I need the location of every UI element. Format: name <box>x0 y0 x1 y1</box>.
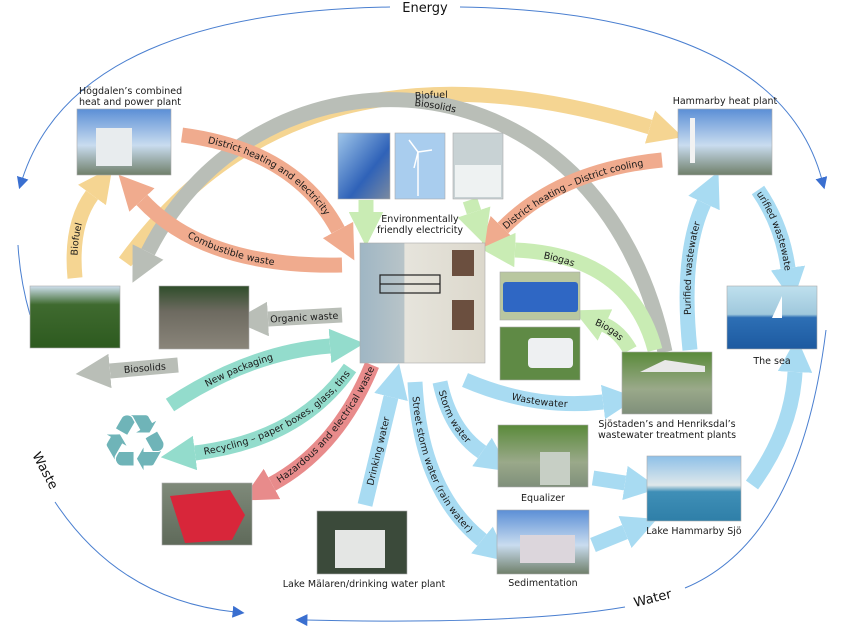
building-window <box>452 250 474 276</box>
heat-plant-chimney <box>690 118 695 163</box>
lake-malaren-caption: Lake Mälaren/drinking water plant <box>283 579 446 590</box>
wind-turbine-icon <box>408 139 433 196</box>
hogdalen-caption: Högdalen’s combined <box>79 86 182 97</box>
hydro-to-building-arrow <box>457 197 491 245</box>
hydropower-spillway <box>455 165 501 197</box>
wastewater-arrow <box>462 373 638 420</box>
district-heating-electricity-arrow <box>181 127 355 261</box>
svg-text:Organic waste: Organic waste <box>270 311 339 326</box>
svg-text:Combustible waste: Combustible waste <box>186 230 276 268</box>
biosolids-arrow-top <box>132 92 673 354</box>
purified-wastewater-up-arrow <box>679 171 720 351</box>
sedimentation-caption: Sedimentation <box>508 578 577 589</box>
lake-to-sea-arrow <box>745 337 813 490</box>
combustible-waste-label: Combustible waste <box>186 230 276 268</box>
sjostaden-caption: Sjöstaden’s and Henriksdal’s <box>598 419 735 430</box>
recycle-icon: ♻ <box>100 399 170 489</box>
waste-cycle-arrow <box>54 501 245 618</box>
energy-cycle-label: Energy <box>402 1 448 16</box>
lake-hammarby-caption: Lake Hammarby Sjö <box>646 526 742 537</box>
combustible-waste-arrow <box>118 174 343 273</box>
svg-text:Biofuel: Biofuel <box>415 90 448 102</box>
equalizer-to-lake-arrow <box>591 465 660 501</box>
red-collection-box <box>170 490 245 543</box>
equalizer-caption: Equalizer <box>521 493 565 504</box>
water-plant-building <box>335 530 385 568</box>
water-cycle-line <box>684 329 827 589</box>
organic-waste-pile-photo <box>158 285 250 350</box>
balcony <box>379 274 441 294</box>
sailboat-icon <box>772 296 782 318</box>
new-packaging-label: New packaging <box>203 352 274 390</box>
energy-cycle-arrow-left <box>17 6 391 190</box>
hazardous-waste-arrow <box>241 362 379 501</box>
svg-text:Biosolids: Biosolids <box>123 362 166 376</box>
water-cycle-label: Water <box>632 587 674 611</box>
district-heating-cooling-arrow <box>478 152 663 253</box>
solar-panel-photo <box>337 132 391 200</box>
svg-text:Storm water: Storm water <box>436 389 473 446</box>
equalizer-channel <box>540 452 570 485</box>
biofuel-arrow-left <box>66 167 113 279</box>
biosolids-arrow-low <box>75 353 179 389</box>
lake-hammarby-photo <box>646 455 742 522</box>
biogas-arrow-2 <box>573 309 637 354</box>
van <box>528 338 573 368</box>
sea-caption: The sea <box>752 356 790 367</box>
purified-wastewater-down-arrow <box>751 185 806 303</box>
sedimentation-to-lake-arrow <box>590 516 657 552</box>
drinking-water-arrow <box>357 363 408 507</box>
wind-turbine-photo <box>394 132 446 200</box>
sedimentation-building <box>520 535 575 563</box>
energy-cycle-arrow-right <box>459 6 828 190</box>
biosolids-low-label: Biosolids <box>123 362 166 376</box>
waste-cycle-label: Waste <box>28 450 60 492</box>
new-packaging-arrow <box>165 328 365 412</box>
hammarby-heat-plant-caption: Hammarby heat plant <box>673 96 778 107</box>
street-storm-water-arrow <box>407 381 509 562</box>
hogdalen-plant-building <box>96 128 132 166</box>
recycling-arrow <box>160 363 357 471</box>
svg-text:Purified wastewater: Purified wastewater <box>683 220 704 315</box>
field-photo <box>29 285 121 349</box>
storm-water-arrow <box>432 380 511 472</box>
svg-text:New packaging: New packaging <box>203 352 274 390</box>
hogdalen-caption: heat and power plant <box>79 97 181 108</box>
building-window <box>452 300 474 330</box>
purified-wastewater-up-label: Purified wastewater <box>683 220 704 315</box>
biogas-arrow-1 <box>480 232 663 352</box>
organic-waste-arrow <box>233 301 343 337</box>
sea-photo <box>726 285 818 350</box>
sjostaden-caption: wastewater treatment plants <box>598 430 736 441</box>
biofuel-top-label: Biofuel <box>415 90 448 102</box>
env-electricity-caption: friendly electricity <box>377 225 463 236</box>
waste-cycle-line-top <box>17 244 31 316</box>
bus <box>503 282 578 312</box>
water-cycle-arrow <box>295 606 626 627</box>
plant-roof <box>640 360 705 372</box>
organic-waste-label: Organic waste <box>270 311 339 326</box>
env-electricity-caption: Environmentally <box>381 214 459 225</box>
storm-water-label: Storm water <box>436 389 473 446</box>
